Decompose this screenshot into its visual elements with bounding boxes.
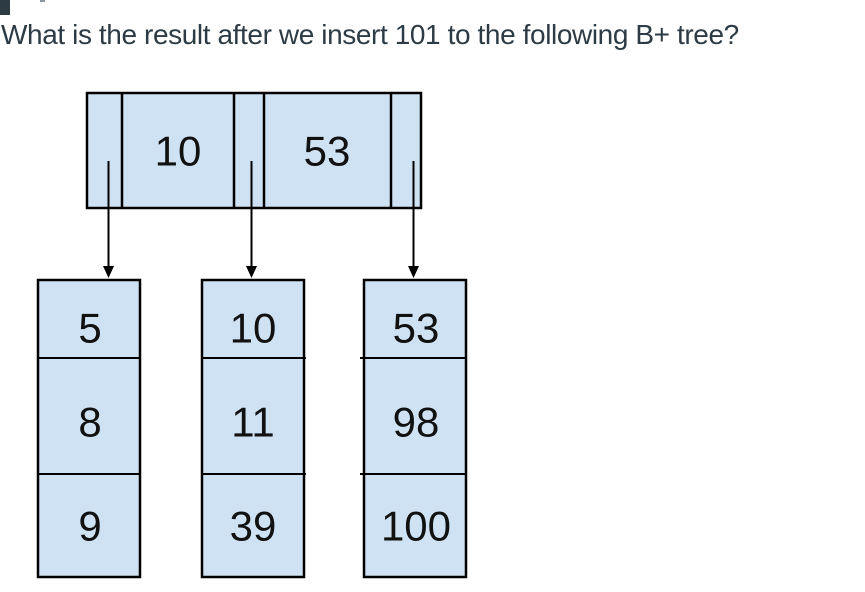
pointer-arrow — [408, 161, 419, 278]
leaf-value: 98 — [393, 399, 440, 446]
leaf-node-3: 53 98 100 — [360, 278, 468, 579]
pointer-arrow — [103, 161, 114, 278]
arrowhead-icon — [408, 266, 419, 278]
root-node: 10 53 — [85, 91, 423, 210]
leaf-node-rect — [362, 278, 468, 579]
bplus-tree-diagram: 10 53 5 8 9 10 — [36, 91, 468, 579]
cropped-text-fragment — [40, 0, 45, 2]
leaf-value: 9 — [78, 503, 101, 550]
arrowhead-icon — [103, 266, 114, 278]
root-key: 10 — [155, 128, 202, 175]
leaf-value: 100 — [381, 503, 451, 550]
leaf-value: 8 — [78, 399, 101, 446]
leaf-node-rect — [36, 278, 142, 579]
leaf-node-rect — [200, 278, 306, 579]
arrowhead-icon — [246, 266, 257, 278]
leaf-node-1: 5 8 9 — [36, 278, 142, 579]
leaf-value: 5 — [78, 305, 101, 352]
leaf-value: 11 — [231, 399, 275, 446]
leaf-value: 10 — [230, 305, 277, 352]
root-key: 53 — [304, 128, 351, 175]
leaf-value: 53 — [393, 305, 440, 352]
root-node-rect — [85, 91, 423, 210]
pointer-arrow — [246, 161, 257, 278]
leaf-node-2: 10 11 39 — [200, 278, 306, 579]
cropped-sidebar-fragment — [0, 0, 10, 15]
question-text: What is the result after we insert 101 t… — [1, 19, 739, 50]
leaf-value: 39 — [230, 503, 277, 550]
